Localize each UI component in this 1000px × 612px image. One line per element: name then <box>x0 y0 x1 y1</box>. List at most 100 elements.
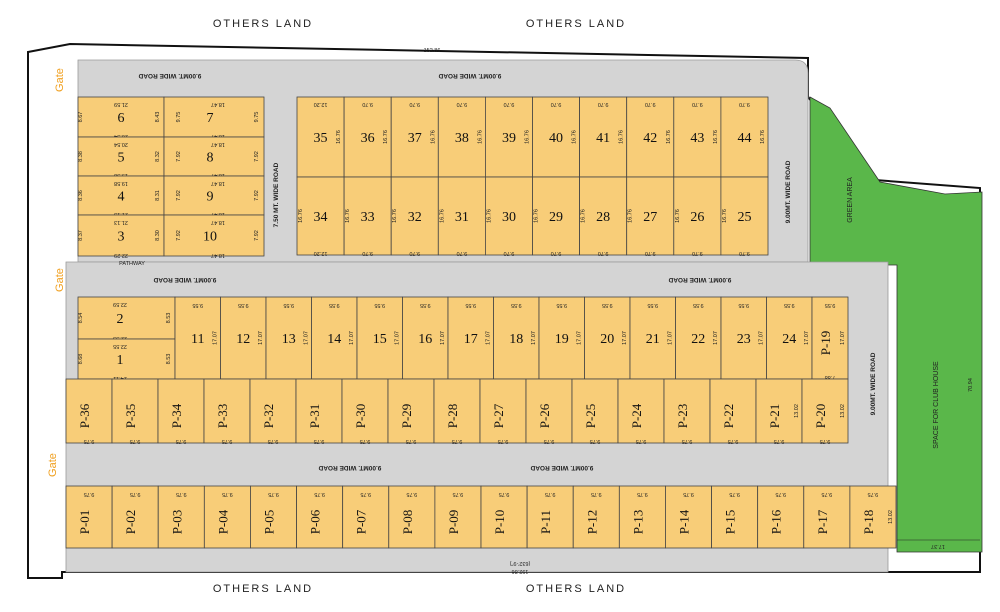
plot-13 <box>265 296 312 380</box>
plot-P-36-bottom-dim: 9.75 <box>84 438 95 444</box>
plot-number-P-26: P-26 <box>537 403 552 428</box>
plot-P-26-bottom-dim: 9.75 <box>544 438 555 444</box>
plot-4-top-dim: 19.58 <box>114 180 128 186</box>
plot-42-side-dim: 16.76 <box>666 130 672 144</box>
plot-12 <box>220 296 267 380</box>
plot-number-P-15: P-15 <box>723 510 738 535</box>
plot-37 <box>390 96 439 178</box>
plot-number-28: 28 <box>596 210 610 225</box>
plot-P-32 <box>249 378 297 444</box>
plot-P-11-top-dim: 9.75 <box>545 491 556 497</box>
club-house-label: SPACE FOR CLUB HOUSE <box>933 361 940 449</box>
plot-3-top-dim: 21.13 <box>114 219 128 225</box>
plot-number-30: 30 <box>502 210 516 225</box>
others-land-bottom-left: OTHERS LAND <box>213 583 313 595</box>
plot-22-top-dim: 9.55 <box>693 302 704 308</box>
plot-35-side-dim: 16.76 <box>336 130 342 144</box>
plot-28-bottom-dim: 9.70 <box>598 250 609 256</box>
plot-P-19 <box>811 296 849 380</box>
plot-7-top-dim: 18.47 <box>211 101 225 107</box>
plot-25 <box>720 176 769 256</box>
plot-P-31 <box>295 378 343 444</box>
plot-number-P-32: P-32 <box>261 404 276 429</box>
plot-P-30 <box>341 378 389 444</box>
plot-P-01 <box>65 485 113 549</box>
plot-number-14: 14 <box>327 332 341 347</box>
plot-33-side-dim: 16.76 <box>345 209 351 223</box>
plot-P-18-side-dim: 13.02 <box>888 510 894 524</box>
plot-P-15-top-dim: 9.75 <box>729 491 740 497</box>
plot-10-right-dim: 7.92 <box>254 230 260 241</box>
plot-3-right-dim: 8.30 <box>155 230 161 241</box>
plot-number-P-35: P-35 <box>123 404 138 429</box>
plot-P-25 <box>571 378 619 444</box>
plot-P-27 <box>479 378 527 444</box>
plot-number-24: 24 <box>782 332 796 347</box>
plot-4-bottom-dim: 21.13 <box>114 211 128 217</box>
plot-P-33 <box>203 378 251 444</box>
plot-26-bottom-dim: 9.70 <box>692 250 703 256</box>
plot-21 <box>629 296 676 380</box>
road-label-lower-west: 9.00MT. WIDE ROAD <box>318 464 381 471</box>
plot-number-17: 17 <box>464 332 478 347</box>
plot-29-bottom-dim: 9.70 <box>551 250 562 256</box>
plot-12-side-dim: 17.07 <box>258 331 264 345</box>
plot-number-P-17: P-17 <box>815 509 830 534</box>
plot-number-P-02: P-02 <box>123 510 138 535</box>
plot-8-bottom-dim: 18.47 <box>211 172 225 178</box>
plot-number-4: 4 <box>118 190 125 205</box>
plot-number-P-30: P-30 <box>353 404 368 429</box>
gate-middle: Gate <box>54 268 66 292</box>
plot-number-12: 12 <box>236 332 250 347</box>
plot-number-20: 20 <box>600 332 614 347</box>
plot-P-16-top-dim: 9.75 <box>775 491 786 497</box>
plot-32-side-dim: 16.76 <box>392 209 398 223</box>
plot-30-bottom-dim: 9.70 <box>504 250 515 256</box>
plot-P-35 <box>111 378 159 444</box>
plot-9-left-dim: 7.92 <box>176 190 182 201</box>
plot-27 <box>626 176 675 256</box>
plot-number-1: 1 <box>117 353 124 368</box>
plot-13-top-dim: 9.55 <box>283 302 294 308</box>
plot-P-11 <box>526 485 574 549</box>
plot-44-top-dim: 9.70 <box>739 101 750 107</box>
plot-26-side-dim: 16.76 <box>675 209 681 223</box>
road-label-east-lower: 9.00MT. WIDE ROAD <box>870 352 877 415</box>
plot-6-top-dim: 21.59 <box>114 101 128 107</box>
plot-number-10: 10 <box>203 230 217 245</box>
plot-P-16 <box>757 485 805 549</box>
plot-number-39: 39 <box>502 131 516 146</box>
plot-1 <box>77 338 176 380</box>
plot-44 <box>720 96 769 178</box>
plot-number-P-14: P-14 <box>677 509 692 534</box>
plot-11-top-dim: 9.55 <box>192 302 203 308</box>
plot-10 <box>163 214 265 257</box>
plot-2 <box>77 296 176 340</box>
plot-32 <box>390 176 439 256</box>
plot-15 <box>356 296 403 380</box>
plot-number-8: 8 <box>207 151 214 166</box>
plot-number-3: 3 <box>118 230 125 245</box>
plot-number-P-27: P-27 <box>491 403 506 428</box>
plot-22 <box>675 296 722 380</box>
plot-3 <box>77 214 165 257</box>
plot-7-bottom-dim: 18.47 <box>211 133 225 139</box>
plot-P-20-bottom-dim: 9.75 <box>820 438 831 444</box>
plot-1-left-dim: 8.68 <box>78 354 84 365</box>
dim-bottom-length: 192.86 <box>512 568 529 574</box>
plot-18-side-dim: 17.07 <box>531 331 537 345</box>
road-label-750: 7.50 MT. WIDE ROAD <box>273 162 280 227</box>
plot-P-24 <box>617 378 665 444</box>
plot-18 <box>493 296 540 380</box>
plot-29-side-dim: 16.76 <box>534 209 540 223</box>
plot-number-23: 23 <box>737 332 751 347</box>
plot-number-P-13: P-13 <box>630 510 645 535</box>
plot-P-26 <box>525 378 573 444</box>
plot-10-bottom-dim: 18.47 <box>211 252 225 258</box>
plot-10-left-dim: 7.92 <box>176 230 182 241</box>
plot-number-P-24: P-24 <box>629 403 644 428</box>
plot-40 <box>532 96 580 178</box>
plot-P-12 <box>572 485 620 549</box>
